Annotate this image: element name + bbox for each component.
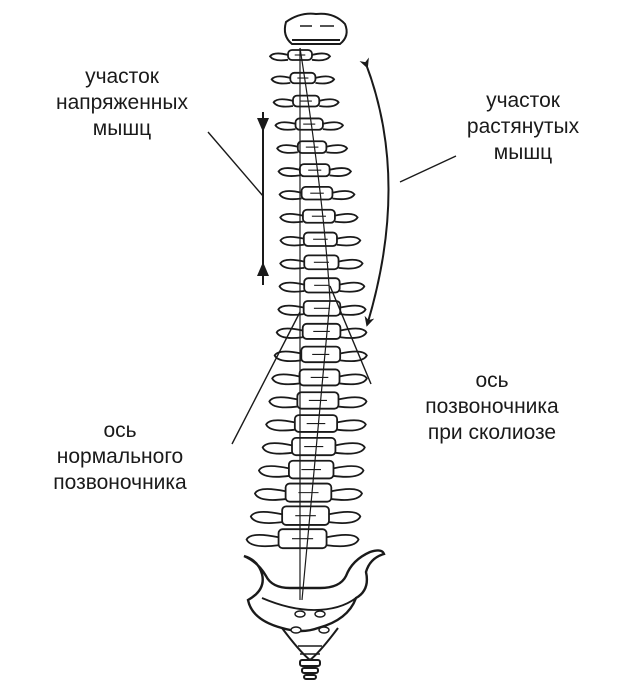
vertebra bbox=[280, 187, 355, 200]
vertebra bbox=[275, 347, 367, 363]
vertebra bbox=[259, 461, 364, 479]
tense-leader-line bbox=[208, 132, 263, 196]
vertebra bbox=[272, 73, 334, 84]
vertebra bbox=[277, 141, 347, 153]
stretched-region-arc bbox=[366, 64, 389, 322]
vertebra bbox=[280, 233, 360, 246]
coccyx bbox=[300, 660, 320, 679]
label-tense-muscles: участок напряженных мышц bbox=[32, 64, 212, 142]
vertebra bbox=[276, 118, 343, 129]
label-scoliosis-axis: ось позвоночника при сколиозе bbox=[392, 368, 592, 446]
label-normal-axis: ось нормального позвоночника bbox=[20, 418, 220, 496]
vertebra bbox=[251, 506, 361, 525]
tense-arrow-bottom-icon bbox=[257, 262, 269, 276]
vertebra bbox=[278, 301, 365, 316]
tense-arrow-top-icon bbox=[257, 118, 269, 132]
vertebra bbox=[272, 369, 367, 385]
vertebra bbox=[280, 210, 357, 223]
cervical-top bbox=[285, 14, 347, 44]
vertebra bbox=[255, 484, 362, 502]
vertebra bbox=[280, 278, 365, 292]
vertebra bbox=[274, 96, 339, 107]
label-stretched-muscles: участок растянутых мышц bbox=[438, 88, 608, 166]
vertebra bbox=[247, 529, 359, 548]
sacrum-pelvis bbox=[244, 550, 384, 660]
vertebra bbox=[280, 255, 362, 269]
vertebra bbox=[266, 415, 366, 432]
vertebra bbox=[263, 438, 365, 455]
vertebra bbox=[269, 392, 366, 408]
vertebra bbox=[279, 164, 351, 176]
